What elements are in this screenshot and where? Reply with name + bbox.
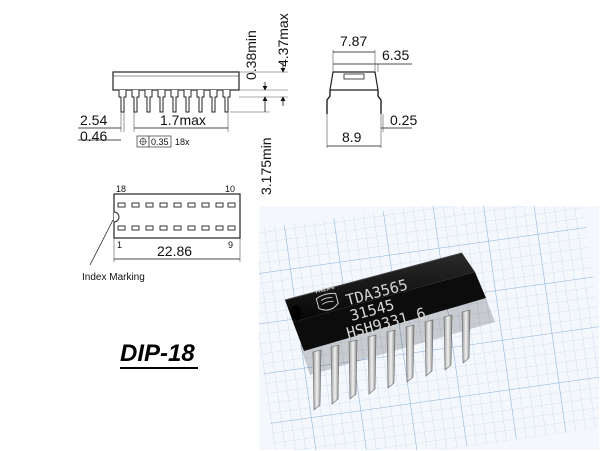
index-leader-line [89,219,114,266]
philips-logo: PHILIPS [315,285,339,311]
chip-photo: PHILIPS TDA3565 31545 HSH9331 6 [259,206,599,450]
pitch-label: 2.54 [80,112,107,128]
pin-9-label: 9 [228,240,233,250]
overall-width-label: 8.9 [342,129,362,145]
end-view: 7.87 6.35 8.9 0.25 [326,33,417,148]
row-spacing-label: 7.87 [340,33,367,49]
pin-18-label: 18 [116,184,126,194]
tolerance-value: 0.35 [151,137,169,147]
height-max-label: 4.37max [275,13,291,67]
body-width-label: 6.35 [382,47,409,63]
tolerance-count: 18x [175,137,190,147]
top-view: 18 10 1 9 22.86 Index Marking [82,184,241,283]
side-body [112,71,240,91]
body-length-label: 22.86 [157,243,192,259]
chip-body [285,253,475,322]
side-leads [118,90,231,113]
index-marking-label: Index Marking [82,272,145,283]
top-body [113,193,241,239]
svg-text:PHILIPS: PHILIPS [315,285,336,296]
package-title: DIP-18 [120,340,195,367]
pin-1-label: 1 [117,240,122,250]
pin-10-label: 10 [225,184,235,194]
side-view: 4.37max 0.38min 3.175min 2.54 0.46 1.7ma… [78,13,291,195]
standoff-min-label: 0.38min [243,30,259,80]
lead-width-label: 0.46 [80,128,107,144]
chip-pins [312,309,471,411]
lead-span-label: 1.7max [160,112,206,128]
lead-thickness-label: 0.25 [390,112,417,128]
lead-length-min-label: 3.175min [258,137,274,195]
